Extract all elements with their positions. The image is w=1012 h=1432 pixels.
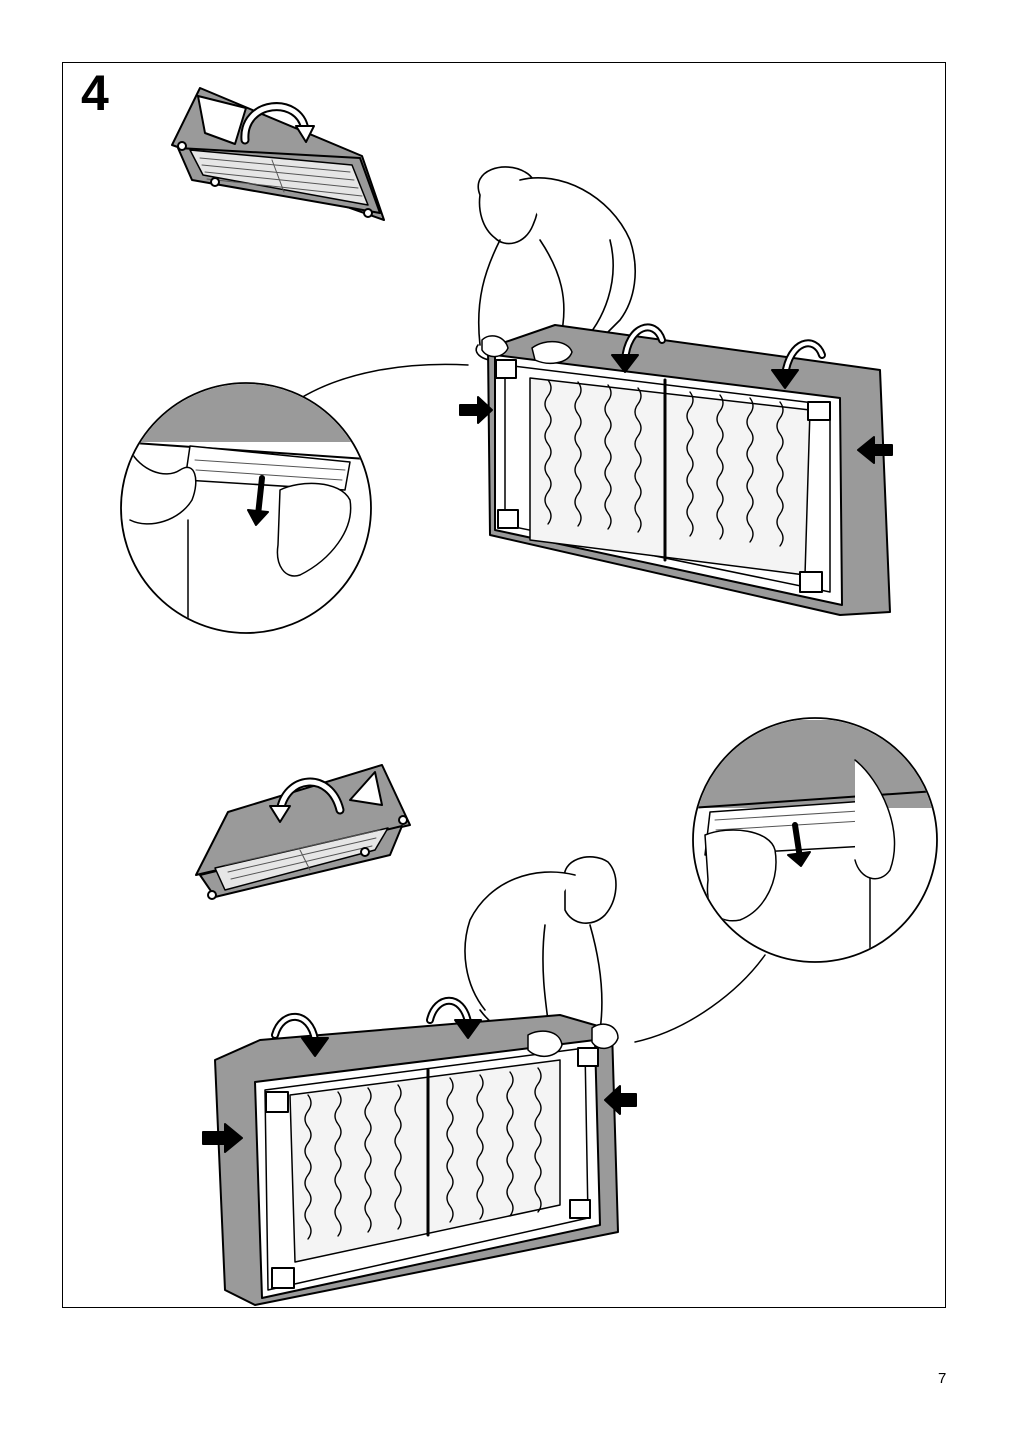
corner-block-icon [807,401,831,421]
corner-block-icon [569,1199,591,1219]
spring-pattern-icon [544,379,784,547]
step-frame [62,62,946,1308]
down-arrow-icon [255,475,265,518]
person-top [475,166,636,363]
cushion-flip-diagram-top [171,87,385,221]
push-arrow-icon [604,1085,637,1115]
detail-callout-top [120,363,469,634]
spring-pattern-icon [304,1067,542,1240]
corner-block-icon [271,1267,295,1289]
step-number: 4 [81,65,109,121]
corner-block-icon [799,571,823,593]
cushion-flip-diagram-bottom [195,764,411,900]
push-arrow-icon [459,396,493,424]
push-arrow-icon [202,1123,243,1153]
corner-block-icon [497,509,519,529]
page-number: 7 [938,1370,947,1387]
sofa-frame-bottom [202,996,637,1306]
detail-callout-bottom [634,717,938,1043]
push-arrow-icon [857,436,893,464]
spring-pattern-icon [224,829,381,880]
corner-block-icon [495,359,517,379]
spring-pattern-icon [199,157,363,197]
sofa-frame-top [459,323,893,616]
corner-block-icon [265,1091,289,1113]
corner-block-icon [577,1047,599,1067]
person-bottom [464,856,617,1039]
